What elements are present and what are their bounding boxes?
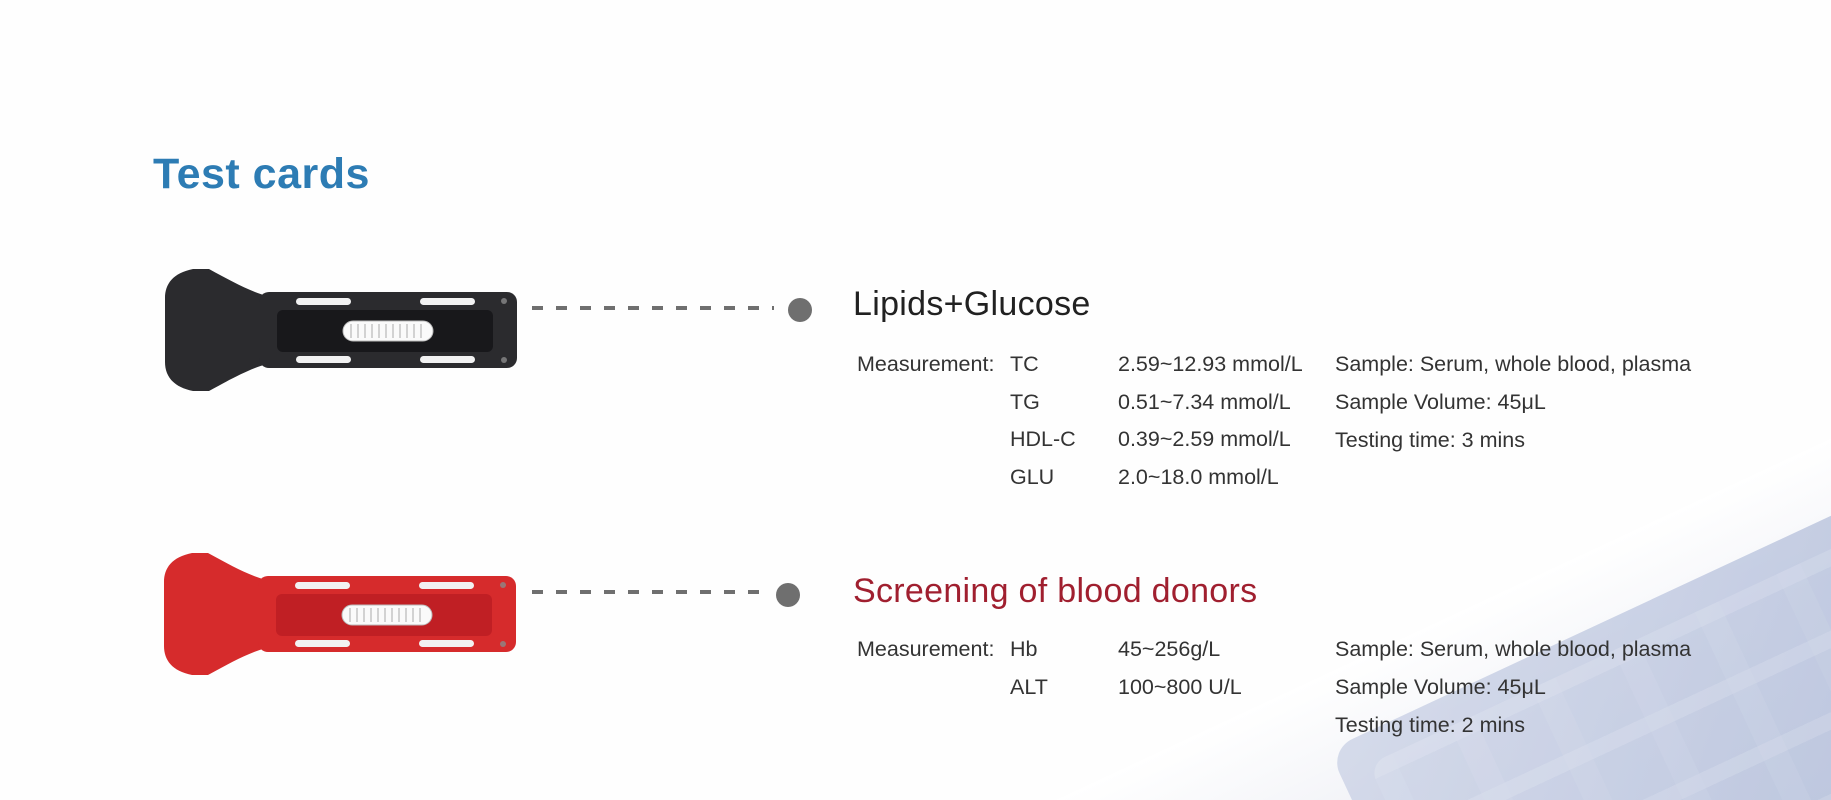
param: HDL-C (1010, 427, 1076, 451)
range: 100~800 U/L (1118, 674, 1242, 699)
dashed-leader-line (532, 590, 768, 594)
leader-dot (788, 298, 812, 322)
leader-dot (776, 583, 800, 607)
param: ALT (1010, 674, 1048, 699)
test-card-black (165, 269, 517, 391)
section-heading-lipids-glucose: Lipids+Glucose (853, 285, 1091, 323)
measurement-label: Measurement: (857, 352, 995, 376)
range: 2.59~12.93 mmol/L (1118, 352, 1303, 376)
param: Hb (1010, 637, 1038, 661)
sample-volume-line: Sample Volume: 45μL (1335, 389, 1546, 414)
measurement-table-blood-donors: Measurement: Hb 45~256g/L ALT 100~800 U/… (857, 631, 1378, 706)
sample-info-lipids-glucose: Sample: Serum, whole blood, plasma Sampl… (1335, 346, 1691, 459)
param: TC (1010, 352, 1039, 376)
sample-volume-line: Sample Volume: 45μL (1335, 674, 1546, 699)
dashed-leader-line (532, 306, 774, 310)
range: 0.51~7.34 mmol/L (1118, 389, 1291, 414)
sample-line: Sample: Serum, whole blood, plasma (1335, 637, 1692, 661)
range: 2.0~18.0 mmol/L (1118, 464, 1279, 489)
measurement-label: Measurement: (857, 637, 995, 661)
sample-line: Sample: Serum, whole blood, plasma (1335, 352, 1692, 376)
param: TG (1010, 389, 1040, 414)
range: 0.39~2.59 mmol/L (1118, 427, 1291, 451)
section-heading-blood-donors: Screening of blood donors (853, 572, 1258, 610)
testing-time-line: Testing time: 3 mins (1335, 427, 1525, 452)
test-card-red (164, 553, 516, 675)
testing-time-line: Testing time: 2 mins (1335, 712, 1525, 737)
param: GLU (1010, 464, 1055, 489)
range: 45~256g/L (1118, 637, 1221, 661)
sample-info-blood-donors: Sample: Serum, whole blood, plasma Sampl… (1335, 631, 1691, 744)
measurement-table-lipids-glucose: Measurement: TC 2.59~12.93 mmol/L TG 0.5… (857, 346, 1378, 496)
page-title: Test cards (153, 150, 370, 198)
